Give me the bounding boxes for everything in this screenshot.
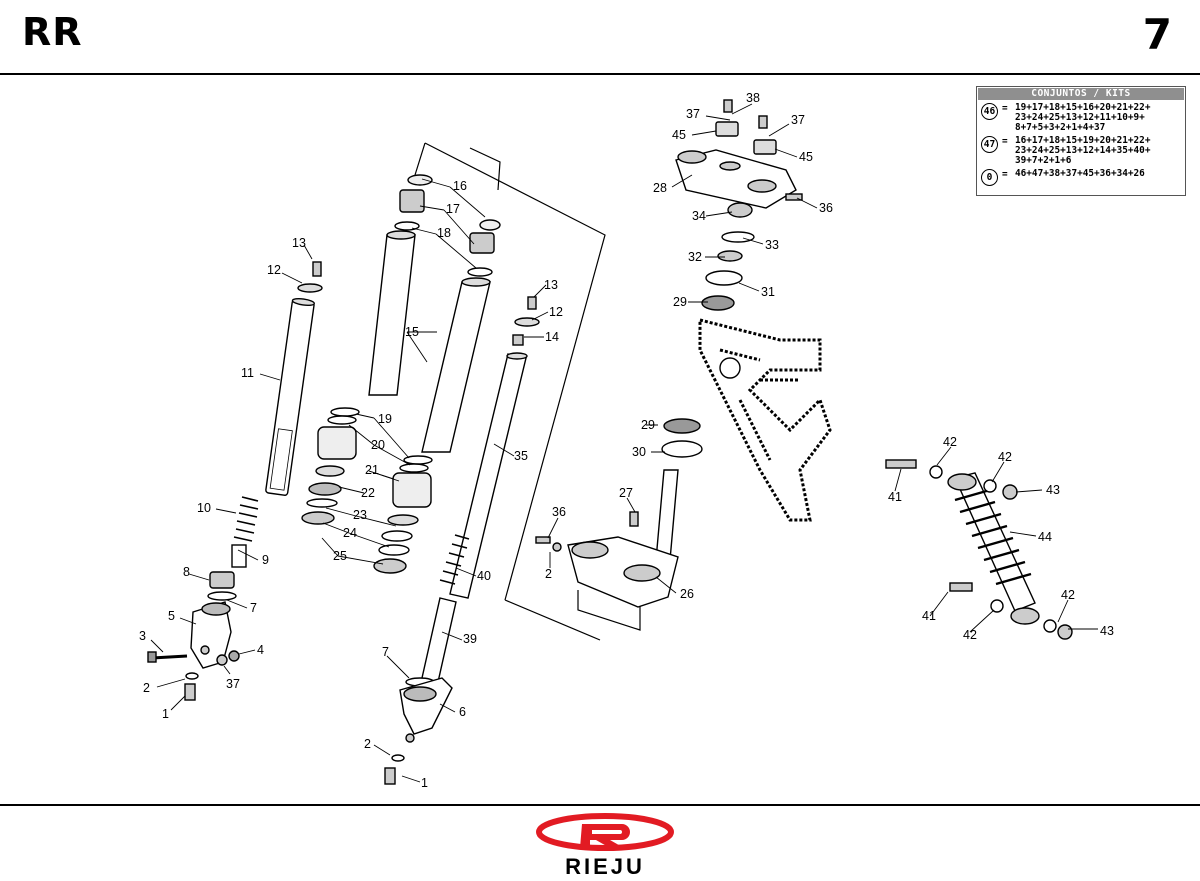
callout-39: 39 [463, 632, 477, 646]
left-inner-tube [265, 297, 315, 496]
right-fork-slider [399, 677, 453, 743]
callout-45: 45 [672, 128, 686, 142]
callout-41: 41 [888, 490, 902, 504]
upper-triple-clamp [675, 149, 797, 209]
callout-34: 34 [692, 209, 706, 223]
callout-3: 3 [139, 629, 146, 643]
callout-42d: 42 [963, 628, 977, 642]
callout-14: 14 [545, 330, 559, 344]
callout-28: 28 [653, 181, 667, 195]
page-number: 7 [1142, 10, 1172, 59]
kit-equals: = [1002, 169, 1008, 180]
callout-33: 33 [765, 238, 779, 252]
logo-text: RIEJU [565, 854, 645, 878]
callout-18: 18 [437, 226, 451, 240]
callout-10: 10 [197, 501, 211, 515]
rear-shock-absorber [947, 472, 1040, 625]
kit-id: 47 [981, 136, 998, 153]
kit-row: 46 = 19+17+18+15+16+20+21+22+ 23+24+25+1… [977, 103, 1185, 133]
rieju-logo: RIEJU [536, 813, 674, 878]
callout-37: 37 [686, 107, 700, 121]
right-inner-tube [449, 352, 528, 599]
callout-16: 16 [453, 179, 467, 193]
left-fork-slider [190, 601, 232, 669]
outer-tube-left [368, 230, 416, 396]
callout-36: 36 [819, 201, 833, 215]
callout-13b: 13 [544, 278, 558, 292]
callout-12: 12 [267, 263, 281, 277]
left-spring [233, 496, 259, 542]
kit-row: 0 = 46+47+38+37+45+36+34+26 [977, 169, 1185, 189]
callout-22: 22 [361, 486, 375, 500]
callout-31: 31 [761, 285, 775, 299]
callout-29b: 29 [641, 418, 655, 432]
callout-2c: 2 [364, 737, 371, 751]
drawing [147, 99, 1073, 785]
callout-5: 5 [168, 609, 175, 623]
callout-42: 42 [943, 435, 957, 449]
kit-equals: = [1002, 103, 1008, 114]
callout-27: 27 [619, 486, 633, 500]
callout-32: 32 [688, 250, 702, 264]
callout-1b: 1 [421, 776, 428, 790]
frame-outline [698, 318, 832, 522]
callout-35: 35 [514, 449, 528, 463]
callout-29: 29 [673, 295, 687, 309]
callout-44: 44 [1038, 530, 1052, 544]
callout-labels: 1 2 3 4 5 6 7 8 9 10 11 12 13 14 15 16 1… [139, 91, 1114, 790]
callout-42c: 42 [1061, 588, 1075, 602]
callout-2b: 2 [545, 567, 552, 581]
kit-equals: = [1002, 136, 1008, 147]
callout-11: 11 [241, 366, 254, 380]
callout-12b: 12 [549, 305, 563, 319]
outer-tube-right [421, 277, 491, 453]
callout-40: 40 [477, 569, 491, 583]
kit-id: 46 [981, 103, 998, 120]
kit-contents: 19+17+18+15+16+20+21+22+ 23+24+25+13+12+… [1015, 102, 1151, 133]
callout-2: 2 [143, 681, 150, 695]
callout-37b: 37 [791, 113, 805, 127]
callout-1: 1 [162, 707, 169, 721]
callout-38: 38 [746, 91, 760, 105]
callout-30: 30 [632, 445, 646, 459]
callout-43: 43 [1046, 483, 1060, 497]
lower-triple-clamp [567, 469, 679, 608]
callout-25: 25 [333, 549, 347, 563]
kits-table: CONJUNTOS / KITS 46 = 19+17+18+15+16+20+… [976, 86, 1186, 196]
callout-13: 13 [292, 236, 306, 250]
kit-id: 0 [981, 169, 998, 186]
callout-42b: 42 [998, 450, 1012, 464]
header-divider [0, 73, 1200, 75]
callout-7b: 7 [382, 645, 389, 659]
callout-8: 8 [183, 565, 190, 579]
footer-divider [0, 804, 1200, 806]
callout-37c: 37 [226, 677, 240, 691]
callout-36b: 36 [552, 505, 566, 519]
callout-15: 15 [405, 325, 419, 339]
callout-43b: 43 [1100, 624, 1114, 638]
callout-26: 26 [680, 587, 694, 601]
kit-row: 47 = 16+17+18+15+19+20+21+22+ 23+24+25+1… [977, 136, 1185, 166]
callout-24: 24 [343, 526, 357, 540]
callout-45b: 45 [799, 150, 813, 164]
leader-lines [150, 103, 1098, 783]
kit-contents: 46+47+38+37+45+36+34+26 [1015, 168, 1145, 179]
callout-20: 20 [371, 438, 385, 452]
callout-19: 19 [378, 412, 392, 426]
kit-contents: 16+17+18+15+19+20+21+22+ 23+24+25+13+12+… [1015, 135, 1151, 166]
model-title: RR [22, 10, 83, 54]
callout-9: 9 [262, 553, 269, 567]
exploded-parts-diagram: 1 2 3 4 5 6 7 8 9 10 11 12 13 14 15 16 1… [139, 91, 1114, 790]
callout-4: 4 [257, 643, 264, 657]
callout-6: 6 [459, 705, 466, 719]
callout-17: 17 [446, 202, 460, 216]
callout-41b: 41 [922, 609, 936, 623]
kits-title: CONJUNTOS / KITS [978, 88, 1184, 100]
callout-23: 23 [353, 508, 367, 522]
callout-21: 21 [365, 463, 379, 477]
callout-7: 7 [250, 601, 257, 615]
